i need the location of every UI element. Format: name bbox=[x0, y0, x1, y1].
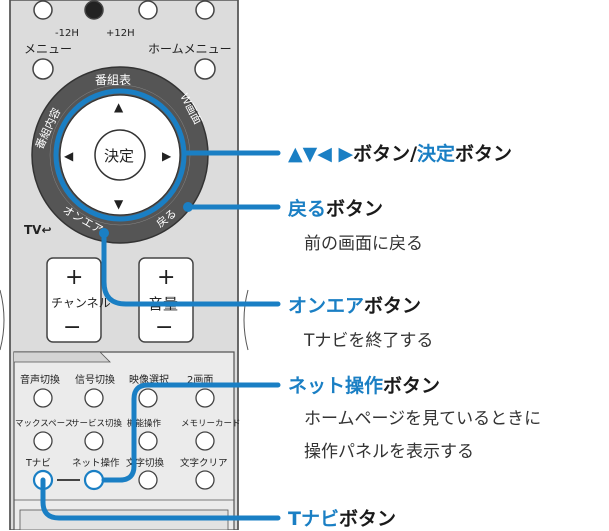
bottom-panel bbox=[13, 351, 235, 530]
panel-label: 文字クリア bbox=[180, 457, 228, 469]
panel-label: サービス切換 bbox=[71, 418, 123, 429]
panel-label: マックスペース bbox=[15, 419, 73, 429]
tv-label: TV↩ bbox=[24, 223, 52, 237]
net-operation-button[interactable] bbox=[83, 469, 105, 491]
panel-label: 信号切換 bbox=[75, 374, 115, 386]
panel-button[interactable] bbox=[84, 388, 104, 408]
ring-label-top: 番組表 bbox=[95, 73, 131, 87]
right-arrow-icon: ▶ bbox=[162, 149, 172, 163]
panel-label: 2画面 bbox=[187, 375, 213, 386]
ok-label: 決定 bbox=[104, 147, 134, 165]
down-arrow-icon: ▼ bbox=[114, 197, 124, 211]
leader-net bbox=[101, 382, 281, 483]
panel-label: ネット操作 bbox=[72, 457, 120, 469]
panel-row-2: マックスペース サービス切換 機能操作 メモリーカード bbox=[15, 418, 241, 451]
volume-minus-icon: − bbox=[155, 315, 173, 340]
left-arrow-icon: ◀ bbox=[64, 149, 74, 163]
panel-button[interactable] bbox=[138, 470, 158, 490]
panel-button[interactable] bbox=[138, 388, 158, 408]
panel-label: Tナビ bbox=[25, 458, 51, 469]
panel-button[interactable] bbox=[33, 431, 53, 451]
leader-tnavi bbox=[40, 477, 281, 521]
panel-button[interactable] bbox=[33, 388, 53, 408]
home-menu-label: ホームメニュー bbox=[148, 42, 232, 56]
panel-button[interactable] bbox=[195, 431, 215, 451]
panel-button[interactable] bbox=[195, 388, 215, 408]
channel-minus-icon: − bbox=[63, 315, 81, 340]
volume-plus-icon: + bbox=[157, 265, 175, 290]
volume-rocker[interactable] bbox=[138, 257, 194, 343]
top-buttons-row: -12H +12H bbox=[33, 0, 215, 39]
leader-onair bbox=[101, 230, 281, 307]
channel-label: チャンネル bbox=[51, 296, 111, 310]
panel-button[interactable] bbox=[195, 470, 215, 490]
panel-button[interactable] bbox=[84, 431, 104, 451]
panel-row-1: 音声切換 信号切換 映像選択 2画面 bbox=[20, 373, 215, 408]
panel-label: メモリーカード bbox=[181, 419, 241, 429]
menu-label: メニュー bbox=[24, 42, 72, 56]
channel-plus-icon: + bbox=[65, 265, 83, 290]
home-menu-button[interactable] bbox=[194, 58, 216, 80]
minus12h-label: -12H bbox=[55, 28, 79, 39]
menu-button[interactable] bbox=[32, 58, 54, 80]
panel-label: 音声切換 bbox=[20, 373, 60, 386]
ok-button[interactable] bbox=[94, 129, 146, 181]
panel-button[interactable] bbox=[138, 431, 158, 451]
callout-lines bbox=[40, 150, 281, 521]
up-arrow-icon: ▲ bbox=[114, 100, 124, 114]
plus12h-label: +12H bbox=[106, 28, 135, 39]
panel-label: 機能操作 bbox=[127, 418, 162, 429]
channel-rocker[interactable] bbox=[46, 257, 102, 343]
